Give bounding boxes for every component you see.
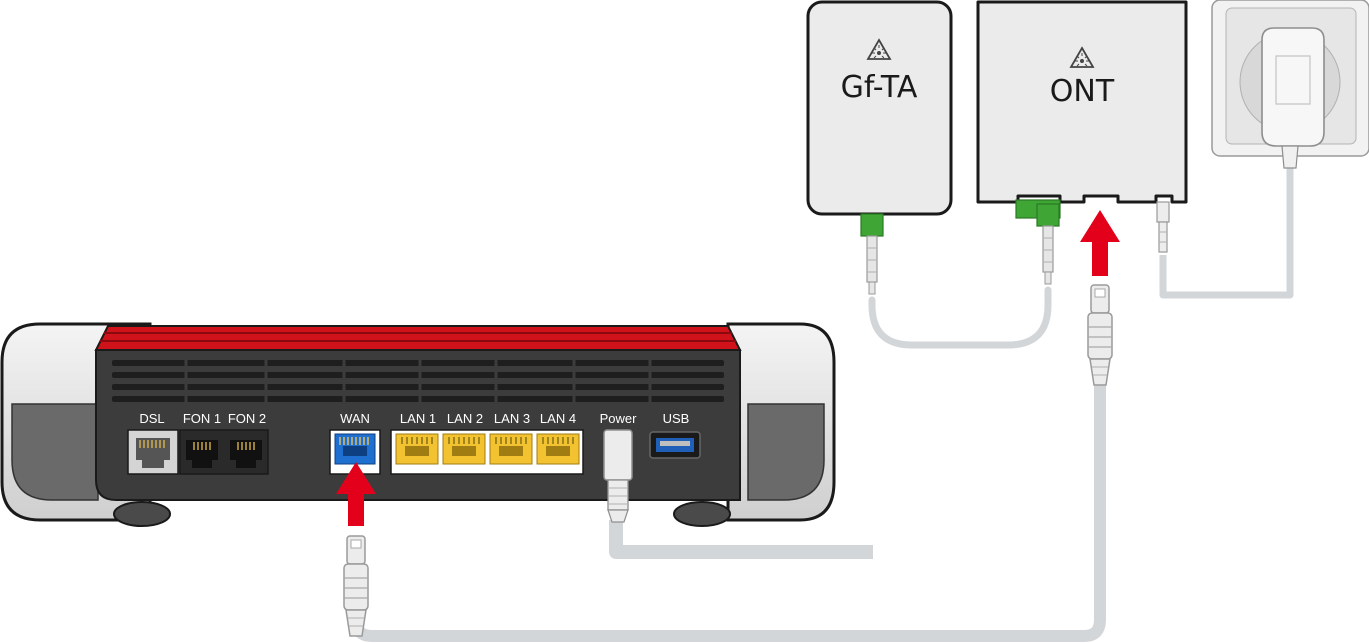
ont-device: ONT	[976, 0, 1188, 285]
wan-port	[329, 429, 381, 475]
fiber-cable	[868, 286, 1052, 349]
router-device: DSL FON 1 FON 2 WAN LAN 1 LAN 2 LAN 3 LA…	[0, 322, 836, 527]
ont-fiber-connector	[1036, 203, 1060, 285]
port-label-fon2: FON 2	[228, 411, 266, 426]
lan-ports	[390, 429, 584, 475]
gfta-label: Gf-TA	[841, 70, 918, 105]
power-adapter	[1261, 27, 1325, 169]
ont-power-plug	[1156, 201, 1170, 253]
port-label-dsl: DSL	[139, 411, 164, 426]
router-power-plug	[603, 429, 633, 523]
dsl-port	[127, 429, 179, 475]
port-label-fon1: FON 1	[183, 411, 221, 426]
gfta-fiber-connector	[860, 213, 884, 295]
port-label-lan4: LAN 4	[540, 411, 576, 426]
port-label-lan1: LAN 1	[400, 411, 436, 426]
ont-ethernet-plug	[1087, 284, 1113, 386]
port-label-power: Power	[600, 411, 638, 426]
ont-power-cable	[1159, 165, 1294, 299]
port-label-lan3: LAN 3	[494, 411, 530, 426]
usb-port	[649, 431, 701, 459]
fon-ports	[179, 429, 269, 475]
port-label-wan: WAN	[340, 411, 370, 426]
ont-connect-arrow	[1080, 210, 1120, 276]
port-label-usb: USB	[663, 411, 690, 426]
router-power-cable	[609, 520, 873, 559]
ont-label: ONT	[1050, 74, 1115, 109]
wan-connect-arrow	[336, 462, 376, 526]
router-vents	[112, 358, 724, 404]
gfta-device: Gf-TA	[806, 0, 953, 295]
router-ethernet-plug	[343, 535, 369, 637]
port-label-lan2: LAN 2	[447, 411, 483, 426]
